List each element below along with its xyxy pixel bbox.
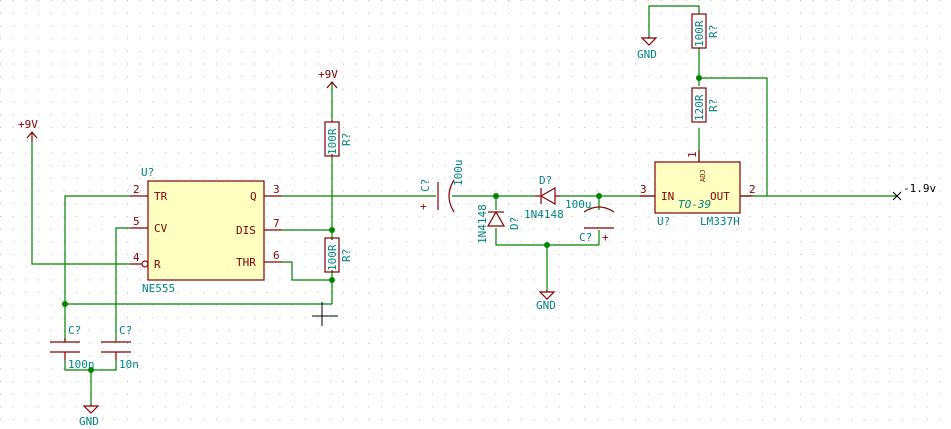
resistor-r3[interactable]: 100R R? [691,13,720,49]
capacitor-c2-ref: C? [119,324,132,337]
capacitor-c1-ref: C? [68,324,81,337]
resistor-r1-value: 100R [326,128,339,155]
capacitor-c1[interactable]: C? 100n [50,324,95,371]
resistor-r4[interactable]: 120R R? [691,87,720,123]
lm337-pinnum-1: 1 [686,151,699,158]
capacitor-c2-value: 10n [119,358,139,371]
diode-d2[interactable]: 1N4148 D? [476,204,521,244]
resistor-r1-ref: R? [340,133,353,146]
capacitor-c4[interactable]: 100u C? + [565,198,615,244]
resistor-r3-ref: R? [707,25,720,38]
ne555-pin-r: R [154,258,161,271]
power-vcc-left-label: +9V [18,118,38,131]
capacitor-c3-value: 100u [452,160,465,187]
ne555-pin-q: Q [250,190,257,203]
lm337-pin-adj: ADJ [699,169,707,182]
resistor-r2-value: 100R [326,244,339,271]
ne555-pin-tr: TR [154,190,168,203]
ne555-pinnum-3: 3 [273,183,280,196]
diode-d1-value: 1N4148 [524,208,564,221]
output-net-label: -1.9v [903,182,936,195]
lm337-package: TO-39 [678,198,711,211]
ne555-pinnum-2: 2 [133,183,140,196]
lm337-pin-in: IN [661,190,674,203]
ground-diode: GND [536,290,556,312]
ne555-pinnum-4: 4 [133,251,140,264]
resistor-r2-ref: R? [340,249,353,262]
ground-diode-label: GND [536,299,556,312]
ne555-pin-thr: THR [236,256,256,269]
ne555-pinnum-6: 6 [273,249,280,262]
ne555-value: NE555 [142,282,175,295]
resistor-r4-ref: R? [707,99,720,112]
capacitor-c1-value: 100n [68,358,95,371]
ground-caps-label: GND [79,415,99,428]
power-vcc-mid-label: +9V [318,68,338,81]
ground-top: GND [637,36,658,61]
lm337-pinnum-2: 2 [749,183,756,196]
resistor-r3-value: 100R [693,20,706,47]
diode-d2-ref: D? [508,217,521,230]
cursor-crosshair-icon [312,302,338,326]
diode-d1[interactable]: D? 1N4148 [524,174,564,221]
lm337-regulator[interactable]: IN OUT ADJ 3 2 1 TO-39 U? LM337H [640,150,756,228]
capacitor-c2[interactable]: C? 10n [101,324,139,371]
ne555-pinnum-7: 7 [273,217,280,230]
ne555-pinnum-5: 5 [133,215,140,228]
capacitor-c4-ref: C? [579,231,592,244]
power-vcc-mid: +9V [318,68,338,89]
output-net: -1.9v [892,182,936,201]
resistor-r1[interactable]: 100R R? [324,120,353,157]
resistor-r2[interactable]: 100R R? [324,237,353,273]
lm337-pin-out: OUT [710,190,730,203]
capacitor-c3-ref: C? [419,179,432,192]
lm337-pinnum-3: 3 [640,183,647,196]
diode-d2-value: 1N4148 [476,204,489,244]
ground-caps: GND [79,404,100,428]
capacitor-c3[interactable]: + C? 100u [419,160,465,214]
capacitor-c3-plus: + [420,200,427,213]
ground-top-label: GND [637,48,657,61]
lm337-ref: U? [657,215,670,228]
power-vcc-left: +9V [18,118,38,142]
resistor-r4-value: 120R [693,94,706,121]
ne555-pin-dis: DIS [236,224,256,237]
ne555-pin-cv: CV [154,222,168,235]
lm337-value: LM337H [700,215,740,228]
ne555-ic[interactable]: U? NE555 TR CV R 2 5 4 Q DIS THR 3 7 6 [130,166,282,295]
capacitor-c4-value: 100u [565,198,592,211]
ne555-ref: U? [141,166,154,179]
capacitor-c4-plus: + [602,231,609,244]
junctions [62,75,702,373]
diode-d1-ref: D? [539,174,552,187]
